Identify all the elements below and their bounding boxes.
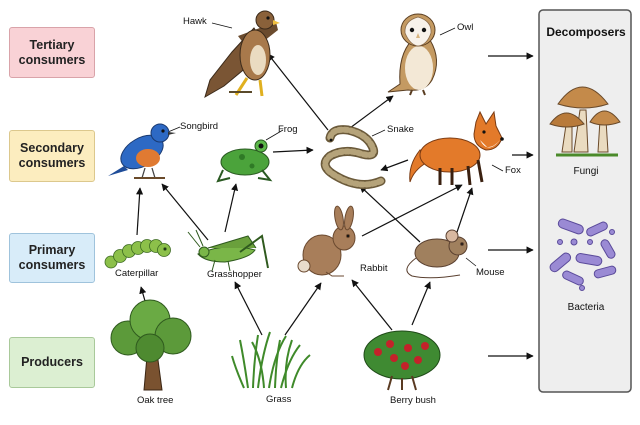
arrow-snake-to-owl: [349, 95, 394, 129]
hawk-illustration: [204, 10, 280, 99]
arrow-grasshopper-to-songbird: [161, 183, 209, 241]
label-pointers: [167, 22, 504, 267]
songbird-illustration: [108, 123, 176, 179]
label-fungi: Fungi: [573, 166, 599, 177]
arrow-berry-to-mouse: [411, 281, 431, 326]
arrow-berry-to-rabbit: [351, 279, 393, 331]
label-mouse: Mouse: [476, 267, 505, 278]
level-producers: Producers: [9, 337, 95, 388]
decomposer-panel: [538, 9, 632, 393]
fungi-illustration: [549, 86, 621, 157]
arrow-rabbit-to-fox: [361, 184, 463, 237]
label-berry-bush: Berry bush: [390, 395, 436, 406]
arrow-snake-to-hawk: [267, 53, 329, 131]
rabbit-illustration: [297, 205, 356, 277]
arrow-mouse-to-fox: [454, 187, 474, 239]
arrow-grasshopper-to-frog: [224, 183, 239, 233]
level-secondary-consumers: Secondary consumers: [9, 130, 95, 182]
oak-tree-illustration: [110, 299, 192, 391]
berry-bush-illustration: [363, 330, 441, 391]
frog-illustration: [216, 139, 273, 183]
label-grasshopper: Grasshopper: [207, 269, 262, 280]
label-caterpillar: Caterpillar: [115, 268, 159, 279]
label-fox: Fox: [505, 165, 521, 176]
decomposers-title: Decomposers: [546, 25, 626, 39]
label-frog: Frog: [278, 124, 298, 135]
fox-illustration: [409, 110, 504, 186]
label-owl: Owl: [457, 22, 474, 33]
label-rabbit: Rabbit: [360, 263, 388, 274]
label-snake: Snake: [387, 124, 414, 135]
arrow-frog-to-snake: [272, 146, 314, 154]
grass-illustration: [231, 331, 311, 389]
owl-illustration: [387, 13, 437, 96]
arrow-fox-to-snake: [380, 159, 409, 172]
label-hawk: Hawk: [183, 16, 207, 27]
caterpillar-illustration: [104, 239, 171, 269]
grasshopper-illustration: [187, 229, 269, 272]
arrow-grass-to-grasshopper: [234, 281, 263, 336]
snake-illustration: [320, 125, 386, 190]
label-grass: Grass: [266, 394, 292, 405]
arrow-grass-to-rabbit: [284, 282, 322, 336]
label-songbird: Songbird: [180, 121, 219, 132]
level-tertiary-consumers: Tertiary consumers: [9, 27, 95, 78]
label-oak-tree: Oak tree: [137, 395, 174, 406]
label-bacteria: Bacteria: [567, 302, 605, 313]
level-primary-consumers: Primary consumers: [9, 233, 95, 283]
bacteria-illustration: [549, 218, 617, 291]
arrow-caterpillar-to-songbird: [135, 187, 144, 236]
energy-flow-arrows: [135, 52, 534, 360]
arrow-mouse-to-snake: [359, 185, 421, 243]
mouse-illustration: [406, 229, 468, 279]
